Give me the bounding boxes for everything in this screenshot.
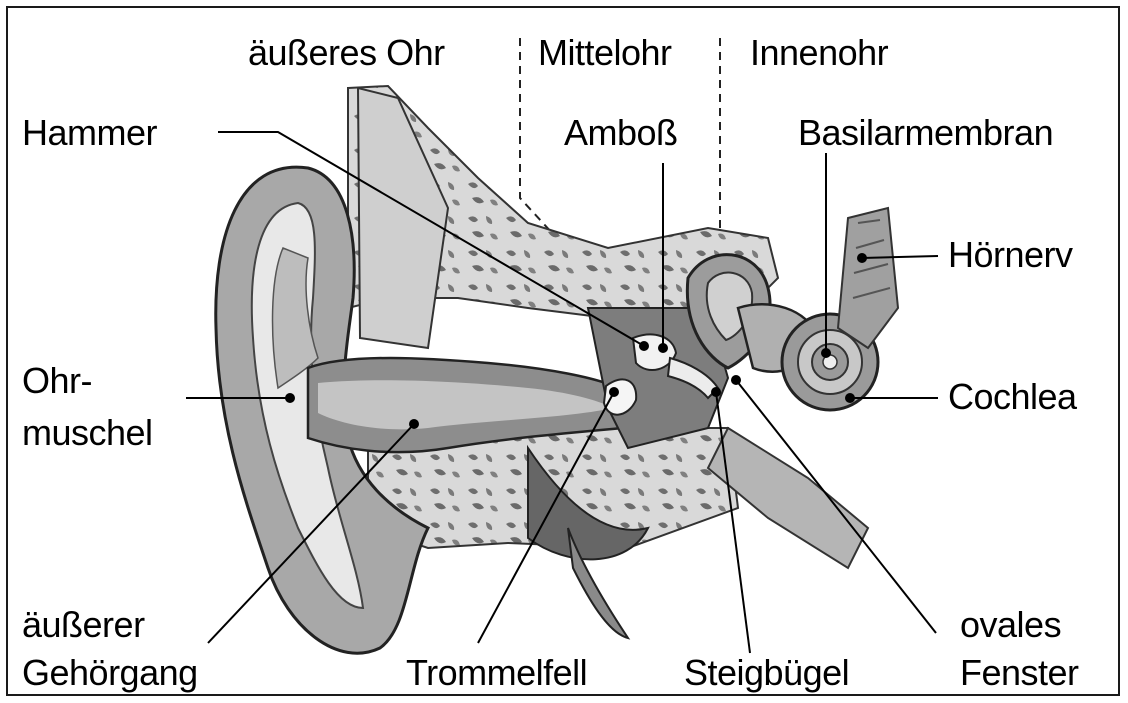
label-basilarmembran: Basilarmembran — [798, 114, 1053, 152]
label-amboss: Amboß — [564, 114, 678, 152]
auditory-nerve — [838, 208, 898, 348]
region-label-inner-ear: Innenohr — [750, 34, 888, 72]
label-fenster-line1: ovales — [960, 606, 1061, 644]
label-hoernerv: Hörnerv — [948, 236, 1073, 274]
label-ohrmuschel-line2: muschel — [22, 414, 153, 452]
region-label-middle-ear: Mittelohr — [538, 34, 672, 72]
label-gehoergang-line2: Gehörgang — [22, 654, 198, 692]
label-gehoergang-line1: äußerer — [22, 606, 145, 644]
label-steigbuegel: Steigbügel — [684, 654, 849, 692]
diagram-frame: äußeres Ohr Mittelohr Innenohr Hammer Am… — [6, 6, 1120, 696]
label-fenster-line2: Fenster — [960, 654, 1079, 692]
region-label-outer-ear: äußeres Ohr — [248, 34, 445, 72]
label-ohrmuschel-line1: Ohr- — [22, 362, 92, 400]
label-hammer: Hammer — [22, 114, 157, 152]
label-cochlea: Cochlea — [948, 378, 1077, 416]
label-trommelfell: Trommelfell — [406, 654, 587, 692]
